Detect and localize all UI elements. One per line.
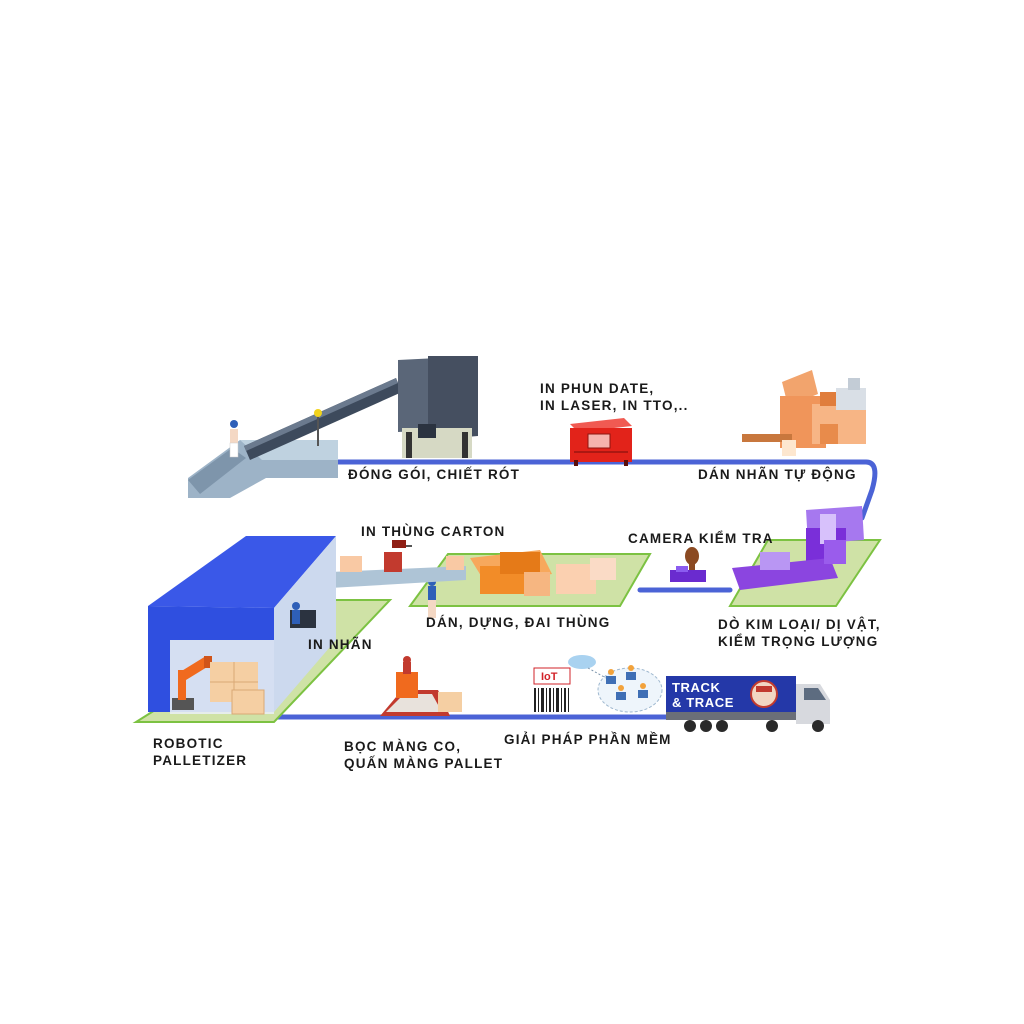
label-filling: ĐÓNG GÓI, CHIẾT RÓT bbox=[348, 467, 521, 482]
cloud-network-icon bbox=[568, 655, 663, 713]
truck-wheel bbox=[700, 720, 712, 732]
worker-figure bbox=[229, 420, 239, 458]
filling-station bbox=[188, 356, 478, 498]
truck-wheel bbox=[812, 720, 824, 732]
carton-printer bbox=[384, 540, 412, 572]
truck-wheel bbox=[684, 720, 696, 732]
label-palletizer: ROBOTIC PALLETIZER bbox=[153, 735, 247, 769]
pallet-wrapping-machine bbox=[380, 656, 462, 716]
signal-light bbox=[314, 409, 322, 417]
carton-print-conveyor bbox=[330, 566, 466, 588]
label-palletizer-line1: ROBOTIC bbox=[153, 736, 224, 751]
label-auto-labeling: DÁN NHÃN TỰ ĐỘNG bbox=[698, 467, 857, 482]
barcode-icon bbox=[534, 688, 569, 712]
label-metal-detect: DÒ KIM LOẠI/ DỊ VẬT, KIỂM TRỌNG LƯỢNG bbox=[718, 616, 881, 650]
truck-wheel bbox=[716, 720, 728, 732]
process-flow-line bbox=[297, 459, 878, 521]
label-wrapping: BỌC MÀNG CO, QUẤN MÀNG PALLET bbox=[344, 738, 503, 772]
label-printing: IN PHUN DATE, IN LASER, IN TTO,.. bbox=[540, 380, 689, 414]
inspection-camera bbox=[670, 547, 706, 582]
truck-wheel bbox=[766, 720, 778, 732]
hopper-leg bbox=[462, 432, 468, 458]
label-wrapping-line1: BỌC MÀNG CO, bbox=[344, 739, 462, 754]
truck-title-line1: TRACK bbox=[672, 680, 721, 695]
label-palletizer-line2: PALLETIZER bbox=[153, 753, 248, 768]
pallet-stack bbox=[210, 662, 265, 715]
labeling-station bbox=[290, 602, 316, 628]
track-and-trace-truck: TRACK & TRACE bbox=[666, 676, 830, 732]
truck-title-line2: & TRACE bbox=[672, 695, 734, 710]
mascot-icon bbox=[750, 680, 778, 708]
label-printing-line2: IN LASER, IN TTO,.. bbox=[540, 398, 689, 413]
warehouse-building-roof bbox=[148, 536, 336, 608]
carton-forming-machine bbox=[470, 550, 616, 596]
label-software: GIẢI PHÁP PHẦN MỀM bbox=[504, 732, 672, 747]
stair-rail bbox=[193, 439, 237, 471]
metal-detector-machine bbox=[732, 506, 864, 590]
filling-hopper-side bbox=[428, 356, 478, 440]
carton-box bbox=[340, 556, 362, 572]
iot-barcode-graphic: IoT bbox=[533, 667, 571, 712]
label-metal-detect-line1: DÒ KIM LOẠI/ DỊ VẬT, bbox=[718, 617, 881, 632]
label-camera: CAMERA KIỂM TRA bbox=[628, 531, 774, 546]
worker-figure bbox=[428, 578, 436, 618]
hopper-base bbox=[402, 428, 472, 458]
label-labeling: IN NHÃN bbox=[308, 637, 373, 652]
iot-badge: IoT bbox=[541, 671, 558, 683]
auto-labeling-machine bbox=[742, 370, 866, 456]
filling-stairs bbox=[188, 448, 246, 494]
inkjet-printer bbox=[570, 418, 632, 466]
label-wrapping-line2: QUẤN MÀNG PALLET bbox=[344, 756, 504, 771]
hopper-leg bbox=[406, 432, 412, 458]
hopper-outlet bbox=[418, 424, 436, 438]
robotic-arm bbox=[172, 656, 212, 710]
label-metal-detect-line2: KIỂM TRỌNG LƯỢNG bbox=[718, 634, 879, 649]
label-carton-forming: DÁN, DỰNG, ĐAI THÙNG bbox=[426, 615, 611, 630]
label-carton-printing: IN THÙNG CARTON bbox=[361, 524, 506, 539]
carton-box bbox=[446, 556, 464, 570]
label-printing-line1: IN PHUN DATE, bbox=[540, 381, 655, 396]
